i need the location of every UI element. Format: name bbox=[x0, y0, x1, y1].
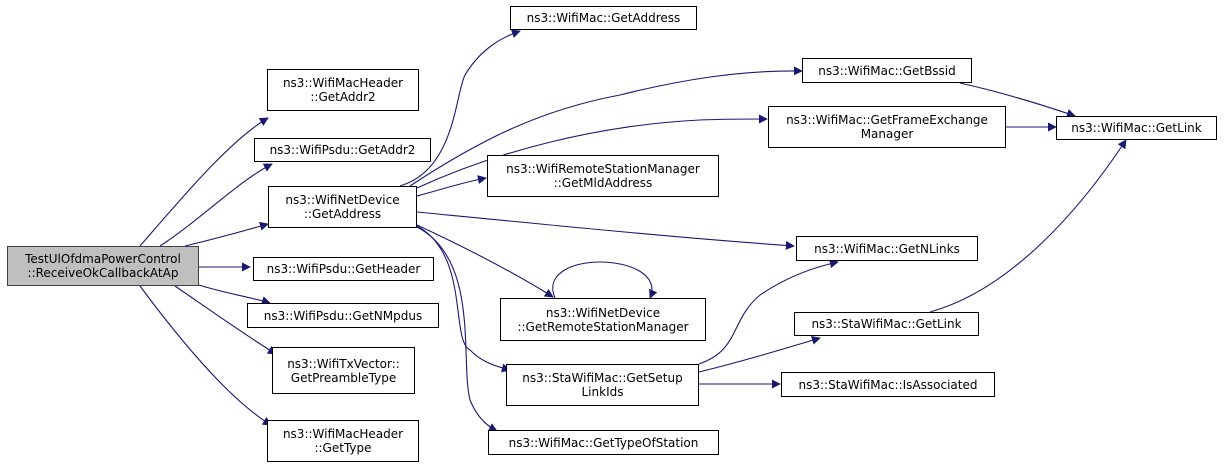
edge-netdev_rsm-self-loop bbox=[552, 261, 658, 299]
edge-root-to-hdr_addr2 bbox=[139, 117, 269, 247]
edge-netdev_addr-to-mac_bssid bbox=[409, 66, 803, 187]
node-label-line: ::GetAddress bbox=[303, 207, 382, 221]
node-label-line: ns3::WifiRemoteStationManager bbox=[506, 162, 700, 176]
node-hdr-type[interactable]: ns3::WifiMacHeader::GetType bbox=[267, 420, 419, 462]
node-label-line: ns3::WifiPsdu::GetNMpdus bbox=[263, 308, 423, 323]
node-label-line: GetPreambleType bbox=[290, 370, 397, 385]
node-psdu-nmpdus[interactable]: ns3::WifiPsdu::GetNMpdus bbox=[247, 303, 439, 328]
node-label-line: ns3::StaWifiMac::GetLink bbox=[811, 317, 962, 331]
node-label-line: ::GetAddr2 bbox=[310, 90, 376, 104]
edge-netdev_addr-to-mac_typeofstation bbox=[416, 226, 498, 432]
node-label-line: ns3::WifiMac::GetTypeOfStation bbox=[508, 435, 699, 450]
edge-netdev_addr-to-mac_fem bbox=[416, 114, 768, 189]
node-hdr-addr2[interactable]: ns3::WifiMacHeader::GetAddr2 bbox=[267, 69, 419, 111]
node-label-line: ns3::WifiPsdu::GetHeader bbox=[266, 262, 421, 276]
node-mac-nlinks[interactable]: ns3::WifiMac::GetNLinks bbox=[796, 236, 978, 261]
node-rsm-mld[interactable]: ns3::WifiRemoteStationManager::GetMldAdd… bbox=[487, 155, 719, 197]
node-label-line: ns3::StaWifiMac::IsAssociated bbox=[798, 377, 978, 392]
edge-root-to-psdu_nmpdus bbox=[198, 284, 271, 305]
node-label-line: ns3::WifiMacHeader bbox=[282, 76, 404, 90]
edge-sta_setup-to-sta_getlink bbox=[698, 336, 821, 373]
node-mac-address[interactable]: ns3::WifiMac::GetAddress bbox=[510, 6, 697, 30]
node-label-line: LinkIds bbox=[581, 385, 624, 399]
node-label-line: ::GetRemoteStationManager bbox=[517, 319, 689, 334]
node-label-line: ns3::StaWifiMac::GetSetup bbox=[522, 371, 683, 385]
node-label-line: Manager bbox=[860, 127, 914, 141]
node-label-line: ns3::WifiMac::GetFrameExchange bbox=[786, 113, 988, 127]
node-label-line: ns3::WifiMac::GetLink bbox=[1071, 121, 1202, 135]
node-label-line: ns3::WifiMacHeader bbox=[282, 427, 404, 441]
edge-root-to-hdr_type bbox=[139, 285, 272, 426]
edge-netdev_addr-to-mac_nlinks bbox=[416, 211, 795, 250]
node-mac-bssid[interactable]: ns3::WifiMac::GetBssid bbox=[802, 58, 972, 83]
node-label-line: TestUlOfdmaPowerControl bbox=[25, 252, 181, 266]
node-label-line: ns3::WifiMac::GetAddress bbox=[526, 11, 681, 25]
node-label-line: ns3::WifiPsdu::GetAddr2 bbox=[269, 143, 416, 157]
edge-root-to-txvec_preamble bbox=[174, 285, 277, 355]
node-root[interactable]: TestUlOfdmaPowerControl::ReceiveOkCallba… bbox=[7, 246, 199, 286]
node-mac-typeofstation[interactable]: ns3::WifiMac::GetTypeOfStation bbox=[488, 430, 719, 455]
node-label-line: ns3::WifiMac::GetNLinks bbox=[814, 241, 960, 256]
edge-root-to-psdu_addr2 bbox=[159, 163, 273, 247]
edge-root-to-netdev_addr bbox=[184, 221, 269, 247]
edge-netdev_addr-to-sta_setup bbox=[416, 225, 511, 373]
edge-netdev_addr-to-rsm_mld bbox=[416, 175, 487, 197]
node-label-line: ns3::WifiMac::GetBssid bbox=[818, 63, 956, 78]
node-label-line: ns3::WifiNetDevice bbox=[545, 305, 661, 320]
edge-netdev_addr-to-netdev_rsm bbox=[416, 224, 554, 298]
edge-netdev_addr-to-mac_address bbox=[399, 29, 521, 187]
node-txvec-preamble[interactable]: ns3::WifiTxVector::GetPreambleType bbox=[272, 347, 415, 394]
node-netdev-addr[interactable]: ns3::WifiNetDevice::GetAddress bbox=[268, 186, 417, 228]
node-netdev-rsm[interactable]: ns3::WifiNetDevice::GetRemoteStationMana… bbox=[500, 298, 706, 341]
node-label-line: ::GetType bbox=[314, 441, 372, 455]
node-label-line: ns3::WifiNetDevice bbox=[285, 193, 400, 207]
edges bbox=[139, 29, 1127, 432]
edge-sta_setup-to-mac_nlinks bbox=[698, 259, 839, 365]
node-label-line: ns3::WifiTxVector:: bbox=[287, 356, 400, 371]
edge-mac_bssid-to-mac_getlink bbox=[959, 82, 1076, 118]
edge-sta_getlink-to-mac_getlink bbox=[929, 139, 1127, 313]
node-mac-getlink[interactable]: ns3::WifiMac::GetLink bbox=[1056, 116, 1217, 140]
node-sta-getlink[interactable]: ns3::StaWifiMac::GetLink bbox=[794, 312, 979, 336]
node-psdu-addr2[interactable]: ns3::WifiPsdu::GetAddr2 bbox=[254, 138, 431, 162]
node-label-line: ::GetMldAddress bbox=[553, 176, 653, 190]
node-label-line: ::ReceiveOkCallbackAtAp bbox=[27, 266, 179, 280]
node-psdu-header[interactable]: ns3::WifiPsdu::GetHeader bbox=[253, 257, 434, 281]
node-sta-assoc[interactable]: ns3::StaWifiMac::IsAssociated bbox=[781, 372, 995, 397]
